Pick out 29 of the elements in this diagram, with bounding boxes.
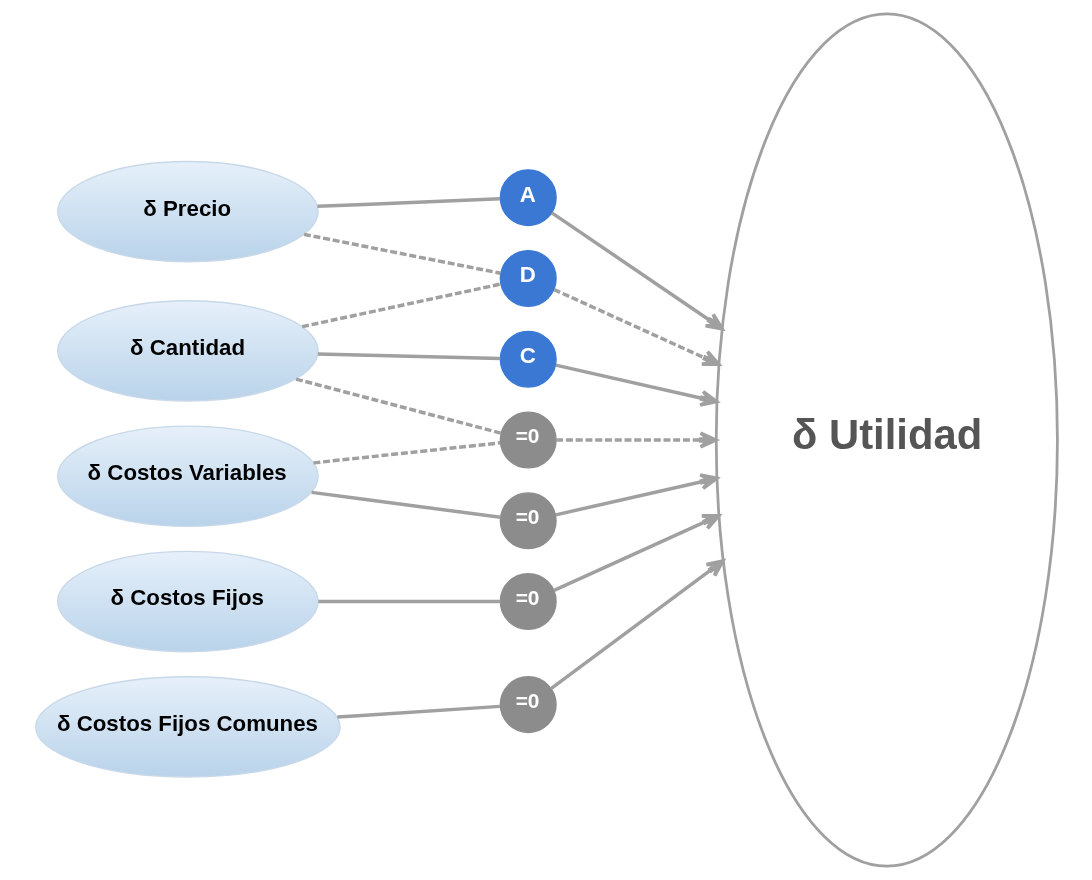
connector	[295, 377, 501, 435]
connector	[312, 441, 500, 465]
node-ellipse: δ Costos Variables	[56, 425, 319, 528]
node-ellipse: δ Cantidad	[56, 300, 319, 402]
arrow	[555, 431, 718, 449]
node-circle: A	[499, 169, 557, 227]
arrow	[552, 513, 720, 593]
arrow	[552, 287, 720, 367]
node-circle: =0	[499, 573, 557, 631]
node-ellipse: δ Precio	[56, 160, 319, 263]
node-ellipse: δ Utilidad	[714, 12, 1059, 868]
arrow	[550, 211, 724, 331]
arrow	[554, 473, 718, 517]
node-circle: C	[499, 330, 557, 388]
connector	[317, 599, 500, 604]
node-circle: =0	[499, 492, 557, 550]
node-circle: =0	[499, 676, 557, 734]
connector	[301, 282, 501, 329]
connector	[317, 352, 500, 361]
node-circle: D	[499, 249, 557, 307]
connector	[310, 490, 501, 519]
node-ellipse: δ Costos Fijos	[56, 550, 319, 653]
arrow	[554, 363, 718, 407]
connector	[336, 704, 500, 719]
connector	[303, 232, 501, 275]
arrow	[549, 559, 725, 690]
node-circle: =0	[499, 411, 557, 469]
connector	[316, 197, 500, 209]
node-ellipse: δ Costos Fijos Comunes	[34, 676, 341, 778]
